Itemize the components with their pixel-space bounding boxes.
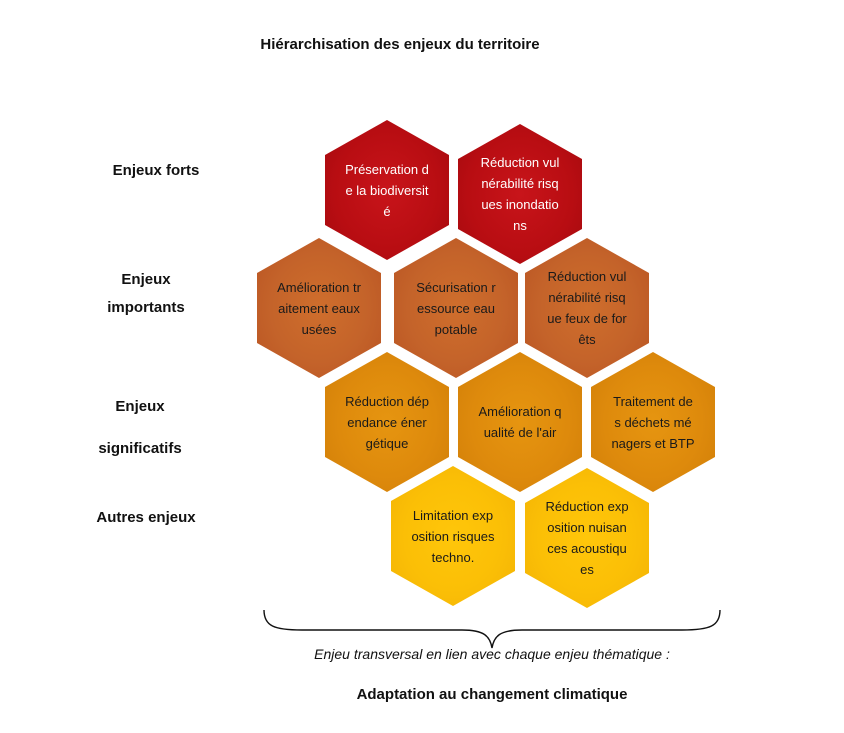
hexagon-text: Sécurisation ressource eau potable <box>416 279 496 337</box>
hexagon-text: Réduction dépendance énergétique <box>345 393 429 451</box>
row-label-autres: Autres enjeux <box>76 504 216 532</box>
hexagon-text: Amélioration qualité de l'air <box>478 404 562 440</box>
row-label-importants: Enjeux importants <box>76 266 216 322</box>
row-label-importants-line-1: Enjeux <box>121 271 171 288</box>
row-label-importants-line-2: importants <box>107 299 185 316</box>
diagram-title: Hiérarchisation des enjeux du territoire <box>0 36 800 53</box>
hexagon-reduction-nuisances-acoustiques: Réduction exposition nuisances acoustiqu… <box>525 468 649 608</box>
hexagon-text: Réduction vulnérabilité risque feux de f… <box>547 269 627 347</box>
hexagon-text: Limitation exposition risques techno. <box>411 507 495 565</box>
hexagon-reduction-dependance-energetique: Réduction dépendance énergétique <box>325 352 449 492</box>
row-label-autres-line-1: Autres enjeux <box>96 509 196 526</box>
curly-brace <box>263 609 721 649</box>
hexagon-securisation-eau-potable: Sécurisation ressource eau potable <box>394 238 518 378</box>
row-label-significatifs: Enjeux significatifs <box>70 386 210 470</box>
row-label-significatifs-line-1: Enjeux <box>115 398 165 415</box>
hexagon-text: Réduction exposition nuisances acoustiqu… <box>545 499 629 577</box>
hexagon-text: Préservation de la biodiversité <box>345 161 429 219</box>
hexagon-reduction-feux-forets: Réduction vulnérabilité risque feux de f… <box>525 238 649 378</box>
row-label-forts: Enjeux forts <box>86 157 226 185</box>
hexagon-amelioration-eaux-usees: Amélioration traitement eaux usées <box>257 238 381 378</box>
transversal-title: Adaptation au changement climatique <box>356 686 628 703</box>
hexagon-amelioration-qualite-air: Amélioration qualité de l'air <box>458 352 582 492</box>
diagram-title-text: Hiérarchisation des enjeux du territoire <box>260 36 540 53</box>
hexagon-limitation-risques-techno: Limitation exposition risques techno. <box>391 466 515 606</box>
transversal-note: Enjeu transversal en lien avec chaque en… <box>314 646 670 662</box>
hexagon-preservation-biodiversite: Préservation de la biodiversité <box>325 120 449 260</box>
hexagon-text: Réduction vulnérabilité risques inondati… <box>480 155 560 233</box>
hexagon-reduction-inondations: Réduction vulnérabilité risques inondati… <box>458 124 582 264</box>
hexagon-text: Traitement des déchets ménagers et BTP <box>611 393 695 451</box>
row-label-significatifs-line-2: significatifs <box>98 440 182 457</box>
hexagon-text: Amélioration traitement eaux usées <box>277 279 361 337</box>
hexagon-traitement-dechets: Traitement des déchets ménagers et BTP <box>591 352 715 492</box>
row-label-forts-line-1: Enjeux forts <box>112 162 200 179</box>
